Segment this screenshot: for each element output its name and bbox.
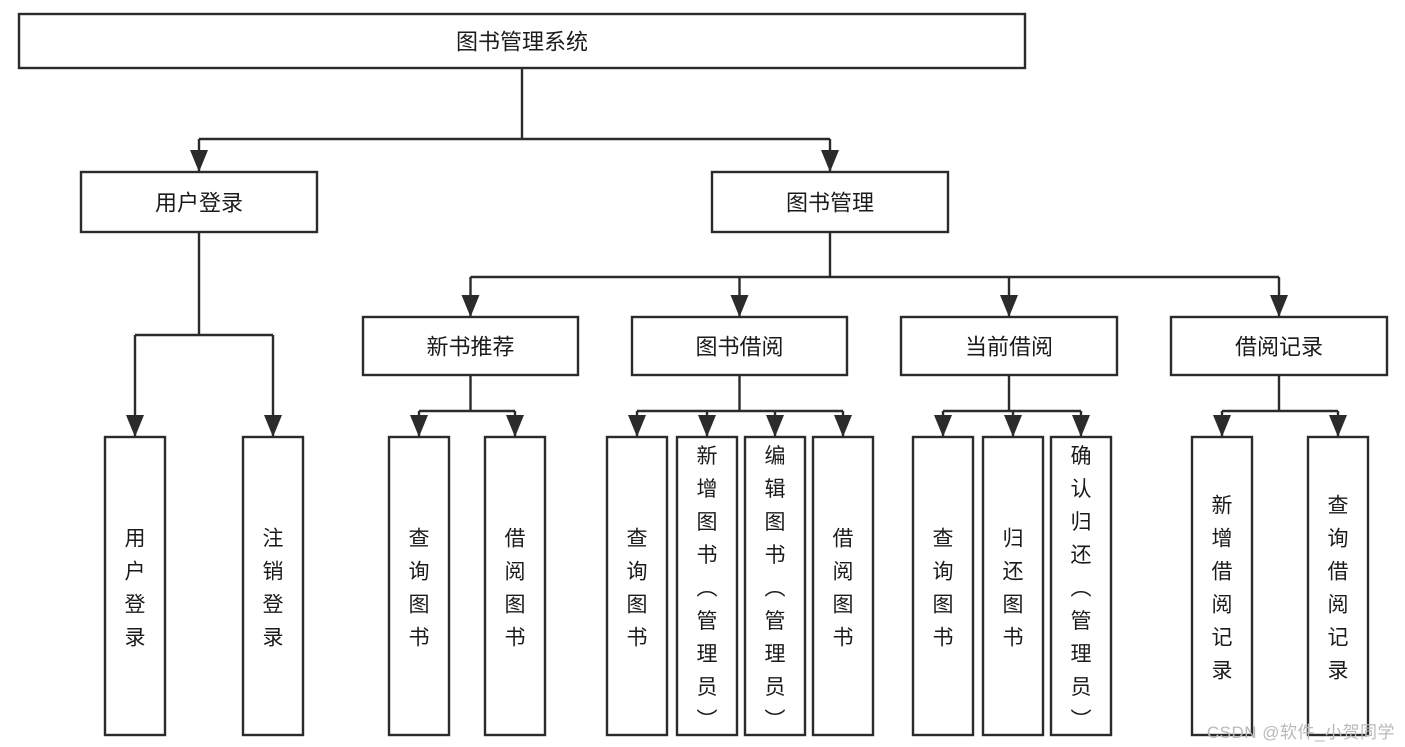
- arrow-head-icon: [821, 150, 839, 172]
- node-layer: 图书管理系统用户登录用户登录注销登录图书管理新书推荐查询图书借阅图书图书借阅查询…: [17, 12, 1389, 737]
- node-root[interactable]: 图书管理系统: [17, 12, 1027, 70]
- node-label-leaf-add-borrow-record: 新增借阅记录: [1212, 495, 1233, 683]
- node-box-leaf-query-book-1[interactable]: [387, 435, 451, 737]
- node-leaf-add-borrow-record[interactable]: 新增借阅记录: [1190, 435, 1254, 737]
- node-label-user-login: 用户登录: [155, 191, 243, 216]
- arrow-head-icon: [698, 415, 716, 437]
- arrow-head-icon: [264, 415, 282, 437]
- node-label-leaf-query-book-1: 查询图书: [409, 528, 430, 650]
- node-leaf-query-book-3[interactable]: 查询图书: [911, 435, 975, 737]
- node-label-book-borrow: 图书借阅: [695, 335, 783, 360]
- arrow-head-icon: [410, 415, 428, 437]
- node-label-root: 图书管理系统: [456, 30, 588, 55]
- node-box-leaf-borrow-book-2[interactable]: [811, 435, 875, 737]
- node-label-borrow-record: 借阅记录: [1235, 335, 1323, 360]
- arrow-head-icon: [1270, 295, 1288, 317]
- arrow-head-icon: [1072, 415, 1090, 437]
- node-leaf-confirm-return[interactable]: 确认归还︵管理员︶: [1049, 435, 1113, 737]
- node-box-leaf-query-book-2[interactable]: [605, 435, 669, 737]
- arrow-head-icon: [934, 415, 952, 437]
- node-box-new-book-recommend[interactable]: [361, 315, 580, 377]
- node-current-borrow[interactable]: 当前借阅: [899, 315, 1119, 377]
- arrow-head-icon: [1004, 415, 1022, 437]
- node-label-book-management: 图书管理: [786, 191, 874, 216]
- arrow-head-icon: [190, 150, 208, 172]
- arrow-head-icon: [1213, 415, 1231, 437]
- node-box-book-borrow[interactable]: [630, 315, 849, 377]
- node-box-leaf-edit-book[interactable]: [743, 435, 807, 737]
- node-box-user-login[interactable]: [79, 170, 319, 234]
- node-box-leaf-query-book-3[interactable]: [911, 435, 975, 737]
- node-label-leaf-user-logout: 注销登录: [263, 528, 284, 650]
- arrow-head-icon: [766, 415, 784, 437]
- node-leaf-return-book[interactable]: 归还图书: [981, 435, 1045, 737]
- node-book-management[interactable]: 图书管理: [710, 170, 950, 234]
- node-label-leaf-user-login: 用户登录: [125, 528, 146, 650]
- arrow-head-icon: [1000, 295, 1018, 317]
- node-box-root[interactable]: [17, 12, 1027, 70]
- node-leaf-query-book-2[interactable]: 查询图书: [605, 435, 669, 737]
- node-label-leaf-borrow-book-1: 借阅图书: [505, 528, 526, 650]
- node-leaf-user-logout[interactable]: 注销登录: [241, 435, 305, 737]
- arrow-head-icon: [506, 415, 524, 437]
- node-label-leaf-borrow-book-2: 借阅图书: [833, 528, 854, 650]
- node-box-leaf-borrow-book-1[interactable]: [483, 435, 547, 737]
- arrow-head-icon: [1329, 415, 1347, 437]
- connector-layer: [126, 68, 1347, 437]
- node-label-current-borrow: 当前借阅: [965, 335, 1053, 360]
- arrow-head-icon: [628, 415, 646, 437]
- node-box-leaf-user-login[interactable]: [103, 435, 167, 737]
- node-book-borrow[interactable]: 图书借阅: [630, 315, 849, 377]
- node-borrow-record[interactable]: 借阅记录: [1169, 315, 1389, 377]
- arrow-head-icon: [834, 415, 852, 437]
- node-leaf-add-book[interactable]: 新增图书︵管理员︶: [675, 435, 739, 737]
- node-leaf-query-borrow-record[interactable]: 查询借阅记录: [1306, 435, 1370, 737]
- node-leaf-edit-book[interactable]: 编辑图书︵管理员︶: [743, 435, 807, 737]
- node-box-book-management[interactable]: [710, 170, 950, 234]
- csdn-watermark: CSDN @软件_小贺同学: [1206, 723, 1395, 742]
- node-label-leaf-query-borrow-record: 查询借阅记录: [1328, 495, 1349, 683]
- node-label-leaf-query-book-3: 查询图书: [933, 528, 954, 650]
- node-leaf-borrow-book-2[interactable]: 借阅图书: [811, 435, 875, 737]
- arrow-head-icon: [126, 415, 144, 437]
- node-box-current-borrow[interactable]: [899, 315, 1119, 377]
- node-box-leaf-query-borrow-record[interactable]: [1306, 435, 1370, 737]
- node-box-leaf-confirm-return[interactable]: [1049, 435, 1113, 737]
- node-box-leaf-add-borrow-record[interactable]: [1190, 435, 1254, 737]
- node-new-book-recommend[interactable]: 新书推荐: [361, 315, 580, 377]
- arrow-head-icon: [730, 295, 749, 317]
- node-leaf-borrow-book-1[interactable]: 借阅图书: [483, 435, 547, 737]
- node-leaf-user-login[interactable]: 用户登录: [103, 435, 167, 737]
- node-label-leaf-edit-book: 编辑图书︵管理员︶: [765, 445, 786, 732]
- node-box-leaf-return-book[interactable]: [981, 435, 1045, 737]
- node-box-leaf-user-logout[interactable]: [241, 435, 305, 737]
- node-box-borrow-record[interactable]: [1169, 315, 1389, 377]
- node-label-new-book-recommend: 新书推荐: [426, 335, 514, 360]
- node-leaf-query-book-1[interactable]: 查询图书: [387, 435, 451, 737]
- node-label-leaf-add-book: 新增图书︵管理员︶: [697, 445, 718, 732]
- node-label-leaf-return-book: 归还图书: [1003, 528, 1024, 650]
- node-label-leaf-confirm-return: 确认归还︵管理员︶: [1071, 445, 1092, 732]
- node-user-login[interactable]: 用户登录: [79, 170, 319, 234]
- node-label-leaf-query-book-2: 查询图书: [627, 528, 648, 650]
- arrow-head-icon: [461, 295, 480, 317]
- node-box-leaf-add-book[interactable]: [675, 435, 739, 737]
